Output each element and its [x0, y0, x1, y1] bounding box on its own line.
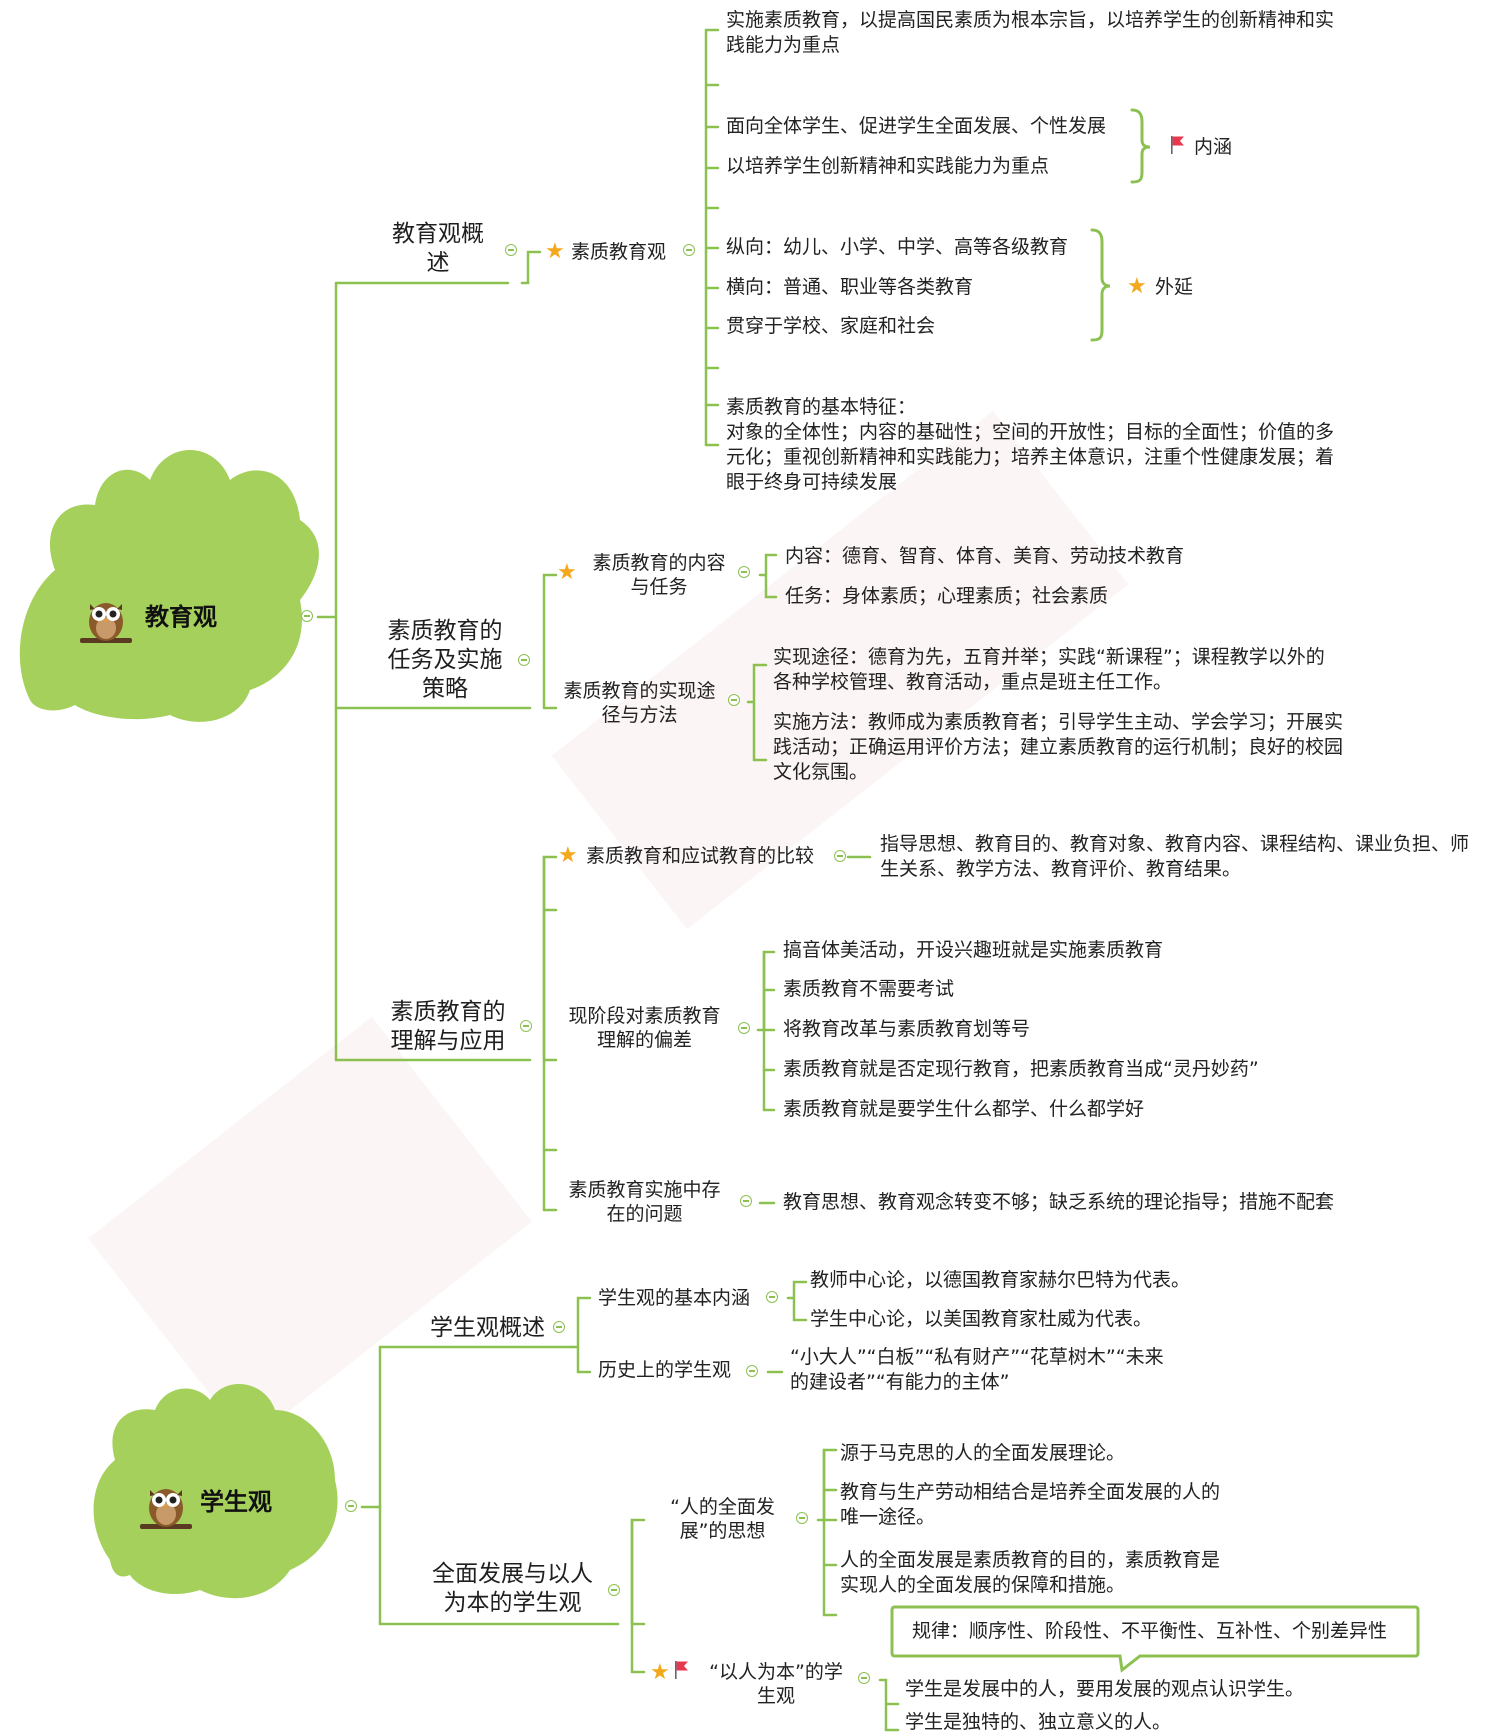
leaf-hengxiang[interactable]: 横向：普通、职业等各类教育 — [726, 276, 974, 298]
leaf-xuesheng-zhongxin[interactable]: 学生中心论，以美国教育家杜威为代表。 — [810, 1308, 1153, 1330]
node-neirong-renwu[interactable]: 素质教育的内容与任务 — [592, 552, 726, 598]
red-flag-icon — [675, 1661, 688, 1679]
leaf-renwu[interactable]: 任务：身体素质；心理素质；社会素质 — [785, 585, 1109, 607]
collapse-toggle-icon[interactable] — [834, 850, 846, 862]
branch-xueshengguan-gaishu[interactable]: 学生观概述 — [430, 1315, 545, 1341]
leaf-jiben-tezheng[interactable]: 素质教育的基本特征： 对象的全体性；内容的基础性；空间的开放性；目标的全面性；价… — [726, 396, 1335, 493]
connector-lines — [316, 28, 900, 1732]
collapse-toggle-icon[interactable] — [858, 1672, 870, 1684]
leaf-shixian-tujing[interactable]: 实现途径：德育为先，五育并举；实践“新课程”；课程教学以外的各种学校管理、教育活… — [773, 646, 1325, 693]
collapse-toggle-icon[interactable] — [740, 1195, 752, 1207]
node-lishi-xueshengguan[interactable]: 历史上的学生观 — [598, 1359, 732, 1381]
braces — [1090, 108, 1151, 342]
branch-renwu-celue[interactable]: 素质教育的任务及实施策略 — [387, 618, 503, 702]
collapse-toggle-icon[interactable] — [746, 1365, 758, 1377]
collapse-toggle-icon[interactable] — [796, 1512, 808, 1524]
collapse-toggle-icon[interactable] — [553, 1321, 565, 1333]
leaf-peiyang-chuangxin[interactable]: 以培养学生创新精神和实践能力为重点 — [726, 155, 1050, 177]
node-jiben-neihan[interactable]: 学生观的基本内涵 — [598, 1287, 751, 1309]
node-suzhi-jiaoyuguan[interactable]: 素质教育观 — [571, 241, 667, 263]
owl-icon — [80, 603, 132, 643]
node-yirenweiben[interactable]: “以人为本”的学生观 — [709, 1661, 843, 1707]
leaf-makesi[interactable]: 源于马克思的人的全面发展理论。 — [840, 1442, 1126, 1464]
collapse-toggle-icon[interactable] — [738, 1022, 750, 1034]
star-icon: ★ — [545, 239, 565, 264]
leaf-bijiao-items[interactable]: 指导思想、教育目的、教育对象、教育内容、课程结构、课业负担、师生关系、教学方法、… — [880, 833, 1470, 880]
leaf-piancha-1[interactable]: 搞音体美活动，开设兴趣班就是实施素质教育 — [783, 939, 1164, 961]
collapse-toggle-icon[interactable] — [728, 694, 740, 706]
leaf-guanchuan[interactable]: 贯穿于学校、家庭和社会 — [726, 315, 936, 337]
leaf-duteide[interactable]: 学生是独特的、独立意义的人。 — [905, 1711, 1172, 1733]
leaf-fazhan-zhong[interactable]: 学生是发展中的人，要用发展的观点认识学生。 — [905, 1678, 1305, 1700]
collapse-toggle-icon[interactable] — [505, 244, 517, 256]
leaf-piancha-4[interactable]: 素质教育就是否定现行教育，把素质教育当成“灵丹妙药” — [783, 1058, 1259, 1080]
tag-waiyan: 外延 — [1155, 276, 1194, 298]
collapse-toggle-icon[interactable] — [345, 1500, 357, 1512]
star-icon: ★ — [557, 560, 577, 585]
callout-guilv[interactable]: 规律：顺序性、阶段性、不平衡性、互补性、个别差异性 — [912, 1620, 1388, 1642]
collapse-toggle-icon[interactable] — [738, 566, 750, 578]
leaf-piancha-3[interactable]: 将教育改革与素质教育划等号 — [783, 1018, 1031, 1040]
node-quanmian-fazhan[interactable]: “人的全面发展”的思想 — [670, 1496, 775, 1542]
node-cunzai-wenti[interactable]: 素质教育实施中存在的问题 — [568, 1179, 721, 1225]
star-icon: ★ — [1127, 274, 1147, 299]
leaf-mianxiang-quanti[interactable]: 面向全体学生、促进学生全面发展、个性发展 — [726, 115, 1107, 137]
node-shixian-tujing[interactable]: 素质教育的实现途径与方法 — [563, 680, 716, 726]
root-leaf-xueshengguan — [93, 1383, 338, 1599]
branch-jiaoyuguan-gaishu[interactable]: 教育观概述 — [392, 221, 484, 276]
root-node-xueshengguan[interactable]: 学生观 — [200, 1488, 272, 1516]
collapse-toggle-icon[interactable] — [608, 1584, 620, 1596]
leaf-shishi-fangfa[interactable]: 实施方法：教师成为素质教育者；引导学生主动、学会学习；开展实践活动；正确运用评价… — [773, 711, 1344, 783]
leaf-piancha-2[interactable]: 素质教育不需要考试 — [783, 978, 955, 1000]
leaf-jiaoyu-laodong[interactable]: 教育与生产劳动相结合是培养全面发展的人的唯一途径。 — [840, 1481, 1221, 1528]
collapse-toggle-icon[interactable] — [520, 1020, 532, 1032]
branch-quanmian-yirenweiben[interactable]: 全面发展与以人为本的学生观 — [432, 1561, 593, 1616]
leaf-suzhi-mudi[interactable]: 人的全面发展是素质教育的目的，素质教育是实现人的全面发展的保障和措施。 — [840, 1549, 1221, 1596]
leaf-lishi-items[interactable]: “小大人”“白板”“私有财产”“花草树木”“未来的建设者”“有能力的主体” — [790, 1346, 1164, 1393]
node-lijie-piancha[interactable]: 现阶段对素质教育理解的偏差 — [568, 1005, 721, 1051]
branch-lijie-yingyong[interactable]: 素质教育的理解与应用 — [390, 999, 506, 1054]
collapse-toggle-icon[interactable] — [766, 1291, 778, 1303]
leaf-piancha-5[interactable]: 素质教育就是要学生什么都学、什么都学好 — [783, 1098, 1145, 1120]
leaf-suzhi-zongzhi[interactable]: 实施素质教育，以提高国民素质为根本宗旨，以培养学生的创新精神和实践能力为重点 — [726, 9, 1335, 56]
tag-neihan: 内涵 — [1194, 136, 1233, 158]
leaf-zongxiang[interactable]: 纵向：幼儿、小学、中学、高等各级教育 — [726, 236, 1069, 258]
leaf-wenti[interactable]: 教育思想、教育观念转变不够；缺乏系统的理论指导；措施不配套 — [783, 1191, 1335, 1213]
collapse-toggle-icon[interactable] — [518, 654, 530, 666]
collapse-toggle-icon[interactable] — [301, 610, 313, 622]
star-icon: ★ — [558, 843, 578, 868]
collapse-toggle-icon[interactable] — [683, 244, 695, 256]
watermark — [88, 410, 1129, 1444]
leaf-neirong[interactable]: 内容：德育、智育、体育、美育、劳动技术教育 — [785, 545, 1185, 567]
node-suzhi-yingshi-bijiao[interactable]: 素质教育和应试教育的比较 — [586, 845, 815, 867]
callout-box-shape — [890, 1605, 1420, 1673]
root-leaf-jiaoyuguan — [19, 450, 319, 722]
red-flag-icon — [1171, 136, 1184, 154]
owl-icon — [140, 1489, 192, 1529]
root-node-jiaoyuguan[interactable]: 教育观 — [145, 603, 217, 631]
star-icon: ★ — [650, 1660, 670, 1685]
leaf-jiaoshi-zhongxin[interactable]: 教师中心论，以德国教育家赫尔巴特为代表。 — [810, 1269, 1191, 1291]
